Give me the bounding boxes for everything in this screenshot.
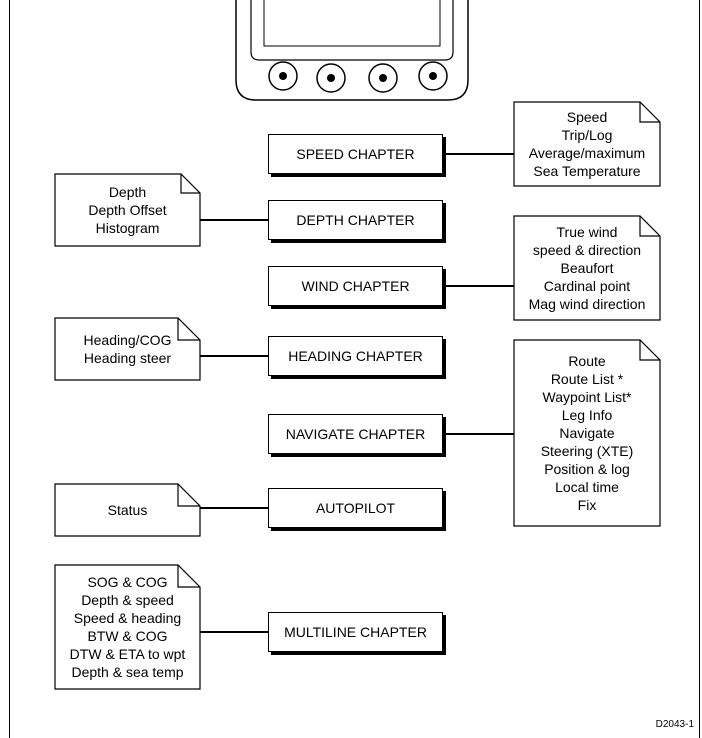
connector-lines bbox=[200, 153, 514, 633]
display-button-3 bbox=[368, 63, 398, 93]
wind-pages-note: True wind speed & direction Beaufort Car… bbox=[514, 216, 660, 320]
heading-chapter-box: HEADING CHAPTER bbox=[268, 336, 443, 376]
multiline-chapter-box: MULTILINE CHAPTER bbox=[268, 612, 443, 652]
speed-chapter-box: SPEED CHAPTER bbox=[268, 134, 443, 174]
note-shape-depth bbox=[54, 173, 201, 247]
heading-page: Heading steer bbox=[83, 350, 172, 366]
diagram-frame bbox=[9, 0, 700, 738]
note-shape-wind bbox=[513, 215, 661, 321]
wind-page: Cardinal point bbox=[543, 278, 631, 294]
note-shape-autopilot bbox=[54, 483, 201, 537]
speed-page: Sea Temperature bbox=[533, 163, 641, 179]
note-shape-speed bbox=[513, 101, 661, 187]
multiline-page: Depth & speed bbox=[81, 592, 174, 608]
note-shape-heading bbox=[54, 317, 201, 381]
depth-page: Histogram bbox=[95, 220, 160, 236]
note-shape-multiline bbox=[54, 564, 201, 690]
depth-page: Depth Offset bbox=[88, 202, 167, 218]
navigate-page: Waypoint List* bbox=[542, 389, 632, 405]
multiline-page: Speed & heading bbox=[73, 610, 182, 626]
multiline-pages-note: SOG & COG Depth & speed Speed & heading … bbox=[55, 565, 200, 689]
drawing-code: D2043-1 bbox=[655, 719, 694, 730]
heading-pages-note: Heading/COG Heading steer bbox=[55, 318, 200, 380]
heading-page: Heading/COG bbox=[83, 332, 172, 348]
navigate-page: Route bbox=[568, 353, 606, 369]
depth-page: Depth bbox=[108, 184, 147, 200]
wind-page: True wind bbox=[556, 224, 618, 240]
display-button-2 bbox=[316, 63, 346, 93]
multiline-page: Depth & sea temp bbox=[71, 664, 184, 680]
navigate-page: Local time bbox=[555, 479, 619, 495]
navigate-page: Position & log bbox=[544, 461, 630, 477]
speed-page: Speed bbox=[566, 109, 608, 125]
wind-page: speed & direction bbox=[532, 242, 642, 258]
navigate-page: Steering (XTE) bbox=[540, 443, 634, 459]
autopilot-pages-note: Status bbox=[55, 484, 200, 536]
display-button-1 bbox=[268, 61, 298, 91]
depth-chapter-box: DEPTH CHAPTER bbox=[268, 200, 443, 240]
depth-pages-note: Depth Depth Offset Histogram bbox=[55, 174, 200, 246]
navigate-page: Navigate bbox=[559, 425, 615, 441]
wind-page: Mag wind direction bbox=[528, 296, 646, 312]
navigate-page: Leg Info bbox=[561, 407, 613, 423]
autopilot-box: AUTOPILOT bbox=[268, 488, 443, 528]
note-shapes bbox=[54, 101, 661, 690]
wind-page: Beaufort bbox=[560, 260, 614, 276]
speed-page: Average/maximum bbox=[528, 145, 646, 161]
navigate-page: Fix bbox=[577, 497, 597, 513]
multiline-page: SOG & COG bbox=[87, 574, 168, 590]
note-shape-navigate bbox=[513, 339, 661, 527]
navigate-pages-note: Route Route List * Waypoint List* Leg In… bbox=[514, 340, 660, 526]
navigate-page: Route List * bbox=[550, 371, 624, 387]
autopilot-page: Status bbox=[107, 502, 148, 518]
wind-chapter-box: WIND CHAPTER bbox=[268, 266, 443, 306]
multiline-page: BTW & COG bbox=[87, 628, 168, 644]
multiline-page: DTW & ETA to wpt bbox=[69, 646, 186, 662]
instrument-display-icon bbox=[235, 0, 469, 101]
display-button-4 bbox=[418, 61, 448, 91]
speed-pages-note: Speed Trip/Log Average/maximum Sea Tempe… bbox=[514, 102, 660, 186]
speed-page: Trip/Log bbox=[561, 127, 613, 143]
navigate-chapter-box: NAVIGATE CHAPTER bbox=[268, 414, 443, 454]
